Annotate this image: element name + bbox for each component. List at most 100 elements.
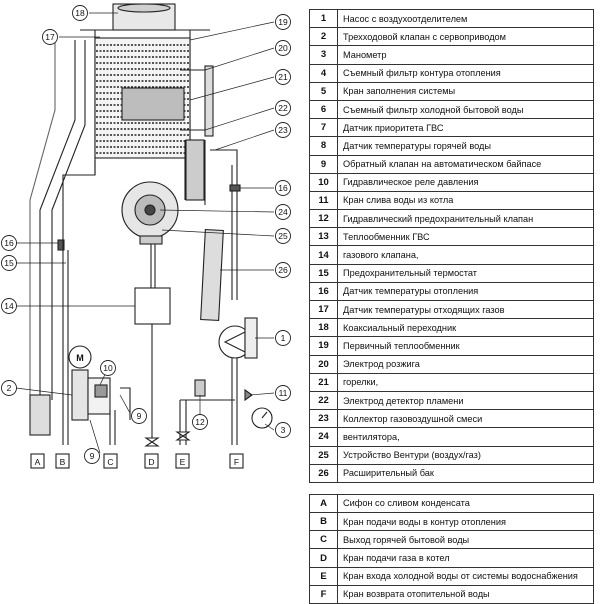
legend-description: Кран входа холодной воды от системы водо… bbox=[337, 566, 594, 586]
callout-number: 15 bbox=[4, 258, 14, 268]
legend-number: 14 bbox=[309, 245, 338, 265]
legend-number: 6 bbox=[309, 99, 338, 120]
callout-marker bbox=[275, 40, 291, 56]
legend-description: горелки, bbox=[337, 372, 594, 392]
legend-description: Кран заполнения системы bbox=[337, 81, 594, 101]
callout-marker bbox=[72, 5, 88, 21]
legend-description: Датчик приоритета ГВС bbox=[337, 118, 594, 138]
legend-description: Выход горячей бытовой воды bbox=[337, 530, 594, 550]
legend-number: 4 bbox=[309, 63, 338, 83]
callout-marker bbox=[1, 380, 17, 396]
callout-number: 18 bbox=[75, 8, 85, 18]
legend-description: Кран возврата отопительной воды bbox=[337, 584, 594, 604]
callout-marker bbox=[1, 255, 17, 271]
legend-description: Обратный клапан на автоматическом байпас… bbox=[337, 154, 594, 174]
legend-description: вентилятора, bbox=[337, 427, 594, 447]
callout-marker bbox=[275, 69, 291, 85]
callout-marker bbox=[100, 360, 116, 376]
connection-letter: B bbox=[60, 457, 66, 467]
callout-number: 24 bbox=[278, 207, 288, 217]
legend-description: Кран подачи воды в контур отопления bbox=[337, 512, 594, 532]
connection-letter: D bbox=[148, 457, 154, 467]
legend-number: 17 bbox=[309, 299, 338, 320]
legend-description: Датчик температуры отопления bbox=[337, 281, 594, 302]
three-way-valve-motor bbox=[68, 345, 92, 369]
callout-marker bbox=[1, 298, 17, 314]
legend-description: Предохранительный термостат bbox=[337, 263, 594, 283]
legend-description: Гидравлическое реле давления bbox=[337, 172, 594, 192]
callout-marker bbox=[42, 29, 58, 45]
callout-number: 17 bbox=[45, 32, 55, 42]
legend-description: Устройство Вентури (воздух/газ) bbox=[337, 445, 594, 465]
legend-number: 13 bbox=[309, 227, 338, 247]
legend-number: 23 bbox=[309, 409, 338, 429]
connection-letter: F bbox=[234, 457, 239, 467]
legend-description: Насос с воздухоотделителем bbox=[337, 8, 594, 29]
legend-description: газового клапана, bbox=[337, 245, 594, 265]
legend-number: 12 bbox=[309, 209, 338, 229]
legend-separator bbox=[309, 481, 594, 495]
legend-description: Съемный фильтр холодной бытовой воды bbox=[337, 99, 594, 120]
callout-marker bbox=[275, 385, 291, 401]
legend-number: 22 bbox=[309, 390, 338, 411]
callout-marker bbox=[131, 408, 147, 424]
callout-marker bbox=[84, 448, 100, 464]
callout-number: 14 bbox=[4, 301, 14, 311]
callout-marker bbox=[275, 422, 291, 438]
callout-number: 26 bbox=[278, 265, 288, 275]
callout-marker bbox=[275, 228, 291, 244]
callout-marker bbox=[192, 414, 208, 430]
legend-number: 26 bbox=[309, 463, 338, 483]
legend-number: 20 bbox=[309, 354, 338, 374]
legend-description: Датчик температуры отходящих газов bbox=[337, 299, 594, 320]
legend-description: Электрод розжига bbox=[337, 354, 594, 374]
legend-description: Первичный теплообменник bbox=[337, 336, 594, 356]
callout-marker bbox=[275, 14, 291, 30]
legend-number: 7 bbox=[309, 118, 338, 138]
callout-marker bbox=[275, 122, 291, 138]
callout-number: 9 bbox=[137, 411, 142, 421]
callout-number: 16 bbox=[278, 183, 288, 193]
callout-number: 22 bbox=[278, 103, 288, 113]
callout-number: 20 bbox=[278, 43, 288, 53]
legend-number: E bbox=[309, 566, 338, 586]
legend-number: 19 bbox=[309, 336, 338, 356]
callout-marker bbox=[1, 235, 17, 251]
legend-number: 2 bbox=[309, 27, 338, 47]
callout-number: 9 bbox=[90, 451, 95, 461]
legend-number: 1 bbox=[309, 8, 338, 29]
callout-number: 12 bbox=[195, 417, 205, 427]
legend-description: Электрод детектор пламени bbox=[337, 390, 594, 411]
legend-number: B bbox=[309, 512, 338, 532]
callout-number: 3 bbox=[281, 425, 286, 435]
callout-number: 25 bbox=[278, 231, 288, 241]
legend-number: 18 bbox=[309, 318, 338, 338]
legend-description: Гидравлический предохранительный клапан bbox=[337, 209, 594, 229]
callout-marker bbox=[275, 180, 291, 196]
legend-description: Датчик температуры горячей воды bbox=[337, 136, 594, 156]
boiler-schematic: 123910111214151617181920212223242526169 … bbox=[1, 3, 291, 469]
legend-number: 24 bbox=[309, 427, 338, 447]
legend-description: Теплообменник ГВС bbox=[337, 227, 594, 247]
legend-number: 21 bbox=[309, 372, 338, 392]
connection-letter: E bbox=[180, 457, 186, 467]
legend-description: Кран слива воды из котла bbox=[337, 190, 594, 211]
legend-number: F bbox=[309, 584, 338, 604]
